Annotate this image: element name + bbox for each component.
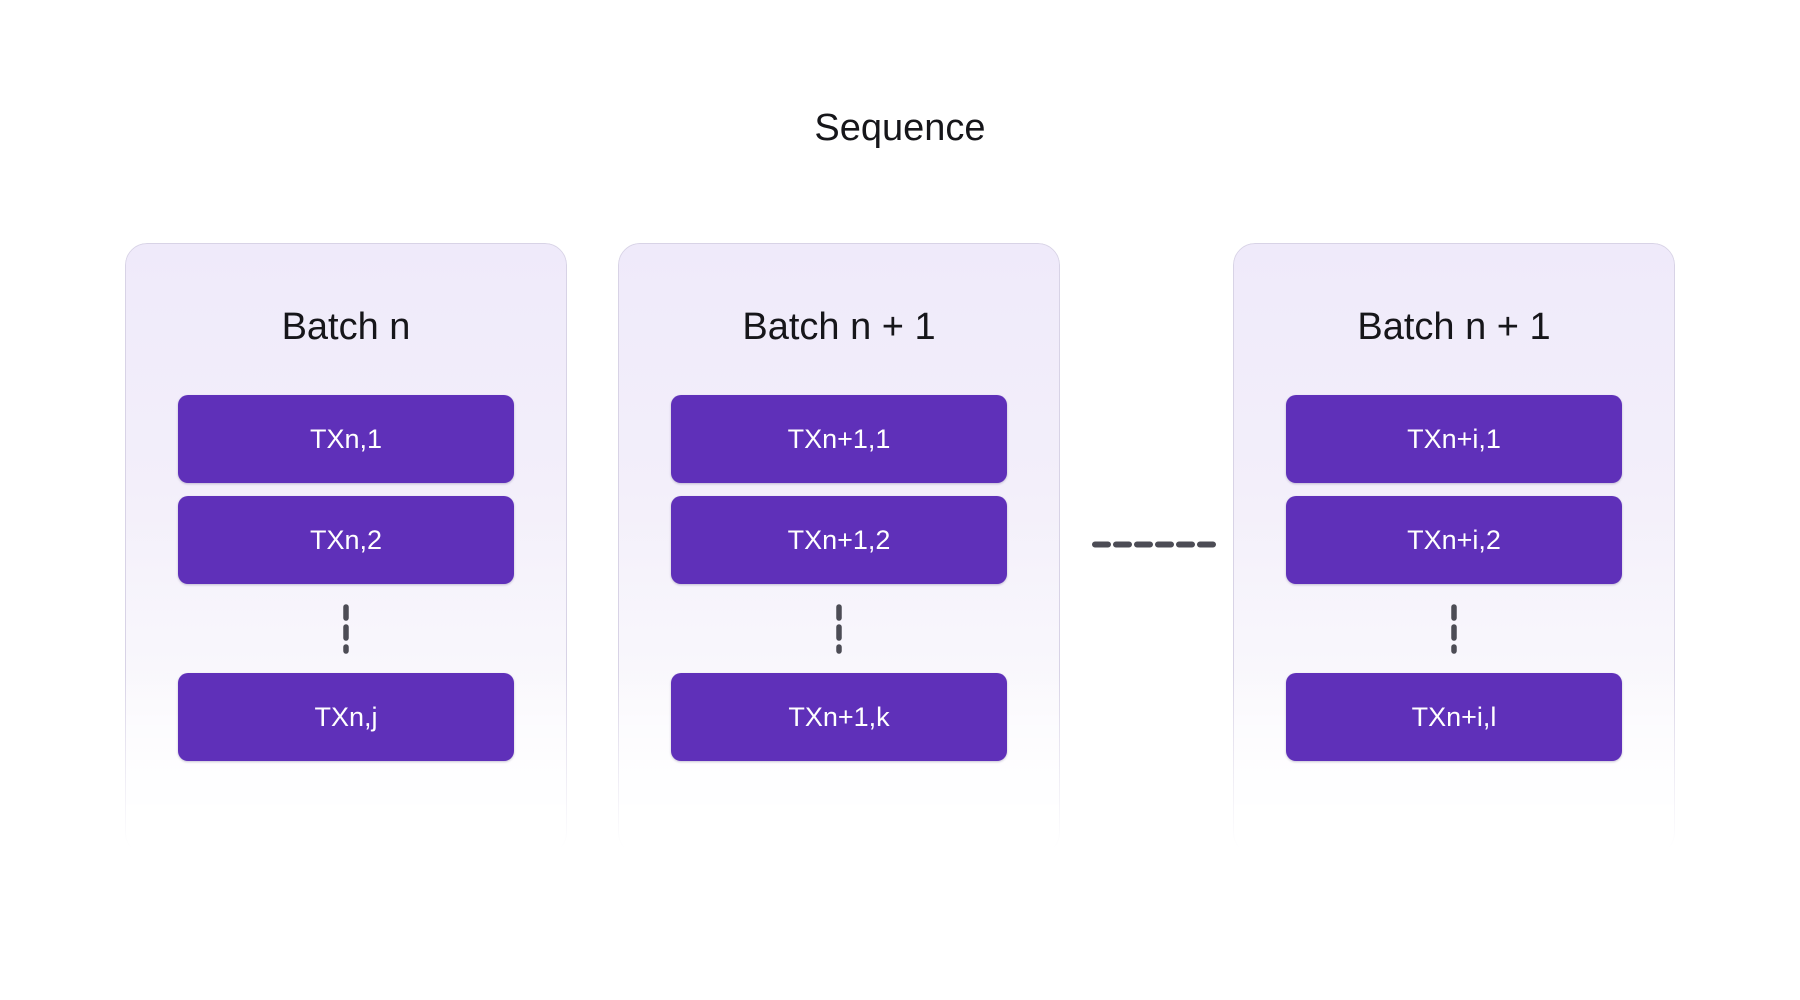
tx-box: TXn+i,1 xyxy=(1286,395,1622,483)
tx-box: TXn,1 xyxy=(178,395,514,483)
tx-box: TXn+i,2 xyxy=(1286,496,1622,584)
vertical-ellipsis-icon xyxy=(1451,603,1457,654)
ellipsis-area xyxy=(1233,584,1675,673)
page-title: Sequence xyxy=(814,107,986,149)
batch-card-n-plus-i: Batch n + 1 TXn+i,1 TXn+i,2 TXn+i,l xyxy=(1233,243,1675,855)
dashed-connector xyxy=(1091,536,1219,548)
dashed-line-icon xyxy=(1092,541,1218,548)
vertical-ellipsis-icon xyxy=(836,603,842,654)
ellipsis-area xyxy=(618,584,1060,673)
tx-box: TXn,2 xyxy=(178,496,514,584)
batch-title: Batch n + 1 xyxy=(742,306,936,348)
batch-card-n: Batch n TXn,1 TXn,2 TXn,j xyxy=(125,243,567,855)
ellipsis-area xyxy=(125,584,567,673)
tx-box: TXn+i,l xyxy=(1286,673,1622,761)
tx-box: TXn+1,1 xyxy=(671,395,1007,483)
tx-box: TXn+1,2 xyxy=(671,496,1007,584)
tx-box: TXn,j xyxy=(178,673,514,761)
batch-title: Batch n + 1 xyxy=(1357,306,1551,348)
batch-card-n-plus-1: Batch n + 1 TXn+1,1 TXn+1,2 TXn+1,k xyxy=(618,243,1060,855)
vertical-ellipsis-icon xyxy=(343,603,349,654)
batch-title: Batch n xyxy=(281,306,411,348)
tx-box: TXn+1,k xyxy=(671,673,1007,761)
